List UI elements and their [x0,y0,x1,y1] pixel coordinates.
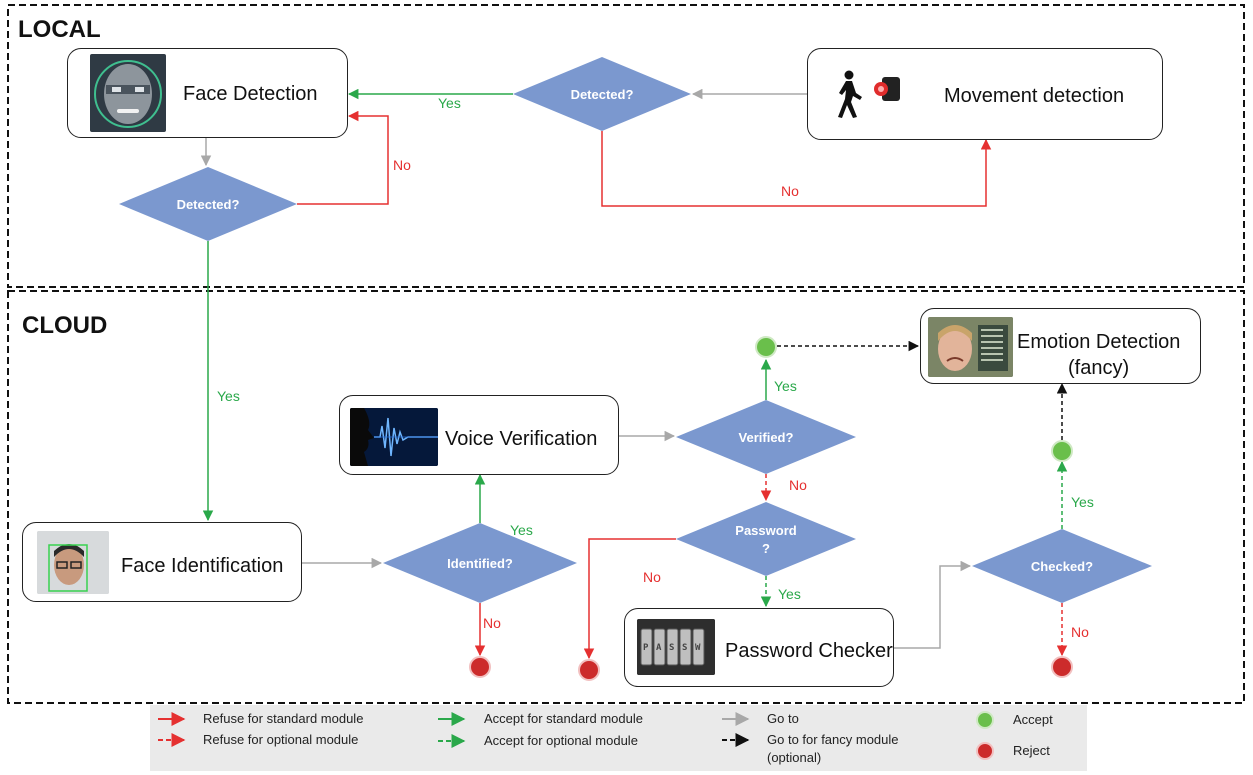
edge-label-yes: Yes [217,388,240,404]
reject-terminal-checked [1051,656,1073,678]
decision-identified [383,523,577,603]
legend-refuse-standard-label: Refuse for standard module [203,711,364,726]
legend-reject-dot [976,742,994,760]
edge-label-no: No [643,569,661,585]
legend-accept-dot [976,711,994,729]
edge-label-yes: Yes [778,586,801,602]
edge-label-no: No [483,615,501,631]
edge-label-no: No [1071,624,1089,640]
voice-verification-label: Voice Verification [445,428,598,450]
edge-face-detected-no-to-face-detection [297,110,389,205]
edge-detected-no-to-movement [601,131,992,207]
svg-text:S: S [669,643,674,653]
legend-accept-standard-label: Accept for standard module [484,711,643,726]
face-emotion-icon [928,317,1013,377]
face-identification-node: Face Identification [22,522,302,602]
face-photo-icon [37,531,109,594]
decision-verified [676,400,856,474]
accept-terminal-verified [755,336,777,358]
decision-identified-label: Identified? [447,556,513,571]
edge-label-yes: Yes [438,95,461,111]
edge-checker-to-checked [894,560,972,649]
edge-label-no: No [789,477,807,493]
legend-go-to-fancy-label-line2: (optional) [767,750,822,765]
voice-verification-node: Voice Verification [339,395,619,475]
face-detection-label: Face Detection [183,83,318,105]
face-scan-icon [90,54,166,132]
decision-detected-face [119,167,297,241]
movement-detection-label: Movement detection [944,85,1125,107]
legend-accept-label: Accept [1013,712,1053,727]
legend-go-to-fancy-label-line1: Go to for fancy module [767,732,899,747]
decision-detected-movement [513,57,691,131]
emotion-detection-node: Emotion Detection (fancy) [920,308,1201,384]
voice-wave-icon [350,408,438,466]
edge-label-no: No [393,157,411,173]
cloud-zone-border [7,290,1245,704]
walking-person-sensor-icon [834,69,910,119]
edge-label-no: No [781,183,799,199]
emotion-detection-label-line2: (fancy) [1068,357,1130,379]
legend-panel: Refuse for standard module Refuse for op… [150,705,1087,771]
decision-detected-movement-label: Detected? [571,87,634,102]
edge-label-yes: Yes [1071,494,1094,510]
legend-reject-label: Reject [1013,743,1050,758]
decision-password [676,502,856,576]
legend-accept-optional-label: Accept for optional module [484,733,638,748]
svg-text:A: A [656,643,662,653]
emotion-detection-label-line1: Emotion Detection [1017,331,1181,353]
legend-refuse-optional-label: Refuse for optional module [203,732,359,747]
decision-password-label-line2: ? [762,541,770,556]
decision-checked [972,529,1152,603]
accept-terminal-checked [1051,440,1073,462]
decision-password-label-line1: Password [735,523,796,538]
svg-text:P: P [643,643,649,653]
legend-go-to-label: Go to [767,711,799,726]
decision-checked-label: Checked? [1031,559,1093,574]
cloud-zone-title: CLOUD [22,312,108,339]
local-zone-border [7,4,1245,288]
edge-password-no-to-reject [583,538,676,660]
reject-terminal-password [578,659,600,681]
svg-text:W: W [695,643,701,653]
face-detection-node: Face Detection [67,48,348,138]
edge-label-yes: Yes [510,522,533,538]
password-checker-label: Password Checker [725,640,893,662]
decision-verified-label: Verified? [739,430,794,445]
local-zone-title: LOCAL [18,16,101,43]
movement-detection-node: Movement detection [807,48,1163,140]
decision-detected-face-label: Detected? [177,197,240,212]
edge-label-yes: Yes [774,378,797,394]
reject-terminal-identified [469,656,491,678]
face-identification-label: Face Identification [121,555,284,577]
svg-text:S: S [682,643,687,653]
